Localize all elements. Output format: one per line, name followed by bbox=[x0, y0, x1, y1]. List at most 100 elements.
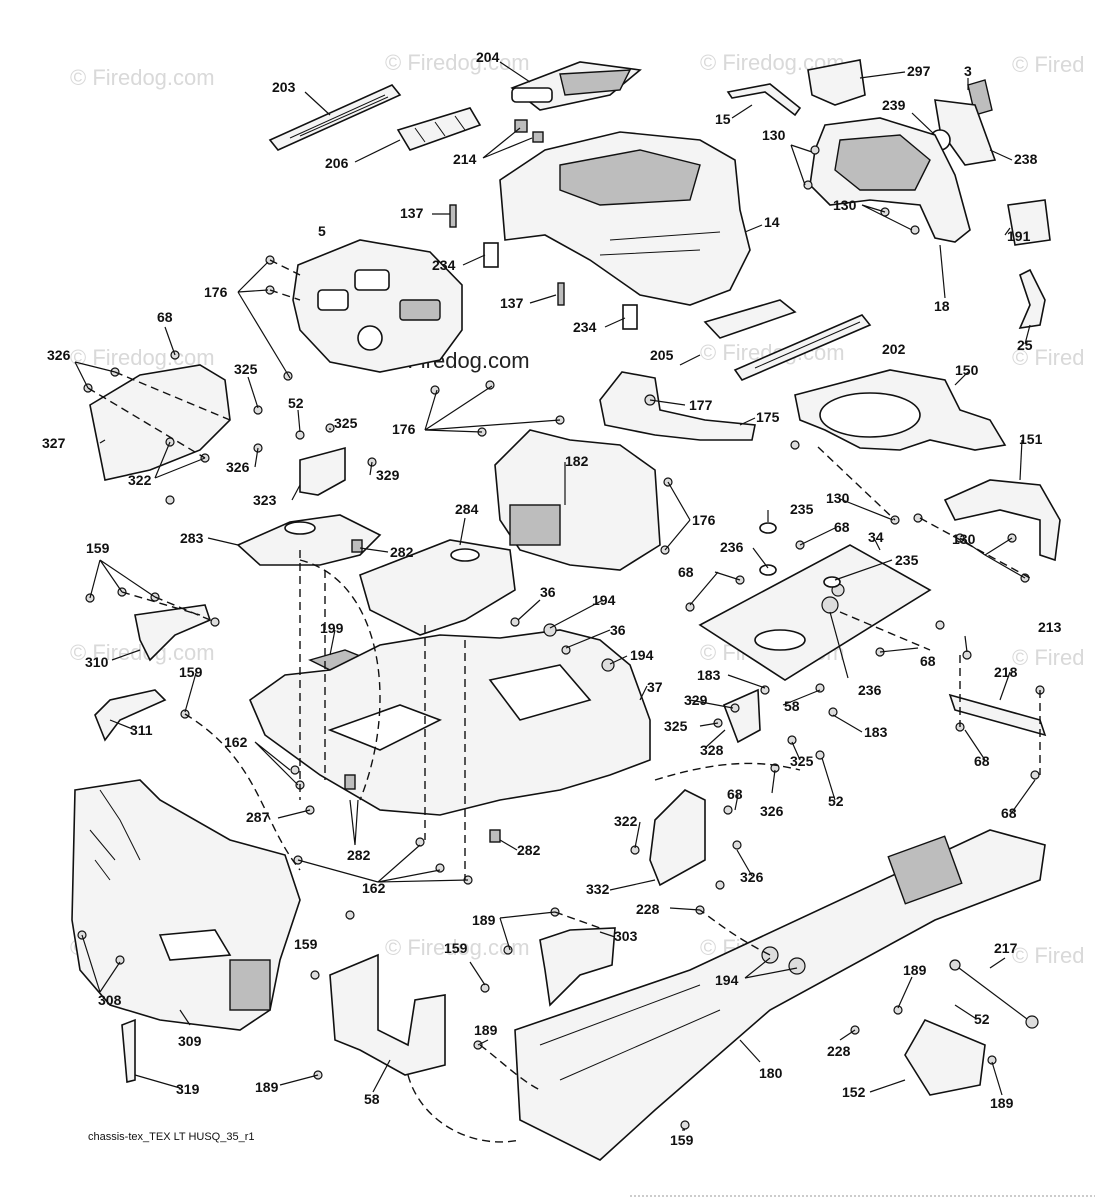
callout-36-a: 36 bbox=[540, 584, 556, 600]
part-282-clip-b bbox=[344, 774, 356, 790]
watermark-top-left: © Firedog.com bbox=[70, 65, 215, 90]
watermark-corner-2: © Fired bbox=[1012, 345, 1084, 370]
callout-189-e: 189 bbox=[990, 1095, 1014, 1111]
part-14-hood bbox=[499, 131, 751, 306]
part-150-fender-base bbox=[794, 369, 1007, 451]
callout-58-a: 58 bbox=[784, 698, 800, 714]
callout-322-b: 322 bbox=[614, 813, 638, 829]
callout-328: 328 bbox=[700, 742, 724, 758]
callout-5: 5 bbox=[318, 223, 326, 239]
callout-15: 15 bbox=[715, 111, 731, 127]
callout-323: 323 bbox=[253, 492, 277, 508]
part-311-bracket bbox=[94, 689, 167, 742]
callout-327: 327 bbox=[42, 435, 66, 451]
part-15-strap bbox=[726, 83, 802, 117]
callout-130-a: 130 bbox=[762, 127, 786, 143]
callout-labels: 203 204 206 214 297 3 15 239 130 238 137… bbox=[42, 49, 1062, 1148]
callout-18: 18 bbox=[934, 298, 950, 314]
callout-68-g: 68 bbox=[1001, 805, 1017, 821]
part-282-clip-a bbox=[351, 539, 363, 553]
callout-326-c: 326 bbox=[760, 803, 784, 819]
watermark-top-center: © Firedog.com bbox=[385, 50, 530, 75]
part-217-rod bbox=[954, 964, 1036, 1026]
callout-329-b: 329 bbox=[684, 692, 708, 708]
callout-52-a: 52 bbox=[288, 395, 304, 411]
callout-228-a: 228 bbox=[636, 901, 660, 917]
part-323-bracket bbox=[299, 446, 346, 496]
part-137-clip-b bbox=[557, 282, 565, 306]
callout-283: 283 bbox=[180, 530, 204, 546]
part-282-clip-c bbox=[489, 829, 501, 843]
part-217-end-b bbox=[1025, 1015, 1039, 1029]
callout-235-a: 235 bbox=[790, 501, 814, 517]
callout-311: 311 bbox=[130, 722, 153, 738]
callout-37: 37 bbox=[647, 679, 663, 695]
part-310-hook bbox=[134, 604, 211, 662]
callout-176-c: 176 bbox=[692, 512, 716, 528]
part-332-cover bbox=[649, 789, 706, 887]
part-238-lens bbox=[934, 99, 997, 166]
part-194-nut-b bbox=[601, 658, 615, 672]
callout-189-c: 189 bbox=[474, 1022, 498, 1038]
callout-194-a: 194 bbox=[592, 592, 616, 608]
callout-204: 204 bbox=[476, 49, 500, 65]
callout-194-b: 194 bbox=[630, 647, 654, 663]
part-202-trim bbox=[733, 314, 872, 381]
callout-297: 297 bbox=[907, 63, 931, 79]
diagram-caption: chassis-tex_TEX LT HUSQ_35_r1 bbox=[88, 1131, 255, 1143]
callout-325-d: 325 bbox=[790, 753, 814, 769]
callout-36-b: 36 bbox=[610, 622, 626, 638]
callout-159-e: 159 bbox=[670, 1132, 694, 1148]
parts bbox=[71, 59, 1061, 1161]
callout-68-e: 68 bbox=[974, 753, 990, 769]
part-191-pad bbox=[1007, 199, 1051, 246]
leader-lines bbox=[74, 61, 1036, 1131]
callout-177: 177 bbox=[689, 397, 713, 413]
callout-137-b: 137 bbox=[500, 295, 524, 311]
part-309-grille bbox=[71, 779, 301, 1031]
part-175-bracket bbox=[599, 371, 756, 441]
callout-189-d: 189 bbox=[255, 1079, 279, 1095]
callout-159-b: 159 bbox=[179, 664, 203, 680]
callout-282-c: 282 bbox=[517, 842, 541, 858]
callout-159-d: 159 bbox=[444, 940, 468, 956]
callout-309: 309 bbox=[178, 1033, 202, 1049]
callout-191: 191 bbox=[1007, 228, 1031, 244]
watermark-corner-1: © Fired bbox=[1012, 52, 1084, 77]
callout-68-f: 68 bbox=[727, 786, 743, 802]
callout-183-a: 183 bbox=[697, 667, 721, 683]
part-303-bracket bbox=[539, 927, 616, 1007]
callout-234-a: 234 bbox=[432, 257, 456, 273]
callout-326-d: 326 bbox=[740, 869, 764, 885]
callout-159-a: 159 bbox=[86, 540, 110, 556]
part-235-bushing-a bbox=[759, 522, 777, 534]
callout-282-b: 282 bbox=[347, 847, 371, 863]
callout-152: 152 bbox=[842, 1084, 866, 1100]
callout-176-a: 176 bbox=[204, 284, 228, 300]
callout-199: 199 bbox=[320, 620, 344, 636]
assembly-lines bbox=[87, 259, 1041, 1143]
callout-325-a: 325 bbox=[234, 361, 258, 377]
part-58-bracket bbox=[329, 953, 446, 1076]
callout-205: 205 bbox=[650, 347, 674, 363]
callout-130-b: 130 bbox=[833, 197, 857, 213]
callout-182: 182 bbox=[565, 453, 589, 469]
callout-34: 34 bbox=[868, 529, 884, 545]
watermark-corner-3: © Fired bbox=[1012, 645, 1084, 670]
part-319-bracket bbox=[121, 1018, 136, 1084]
part-137-clip-a bbox=[449, 204, 457, 228]
callout-151: 151 bbox=[1019, 431, 1043, 447]
callout-206: 206 bbox=[325, 155, 349, 171]
callout-130-c: 130 bbox=[826, 490, 850, 506]
part-234-pad-b bbox=[622, 304, 638, 330]
callout-162-a: 162 bbox=[224, 734, 248, 750]
callout-319: 319 bbox=[176, 1081, 200, 1097]
callout-52-c: 52 bbox=[974, 1011, 990, 1027]
part-284-mat bbox=[359, 539, 516, 636]
callout-137-a: 137 bbox=[400, 205, 424, 221]
callout-322-a: 322 bbox=[128, 472, 152, 488]
callout-14: 14 bbox=[764, 214, 780, 230]
callout-235-b: 235 bbox=[895, 552, 919, 568]
callout-282-a: 282 bbox=[390, 544, 414, 560]
